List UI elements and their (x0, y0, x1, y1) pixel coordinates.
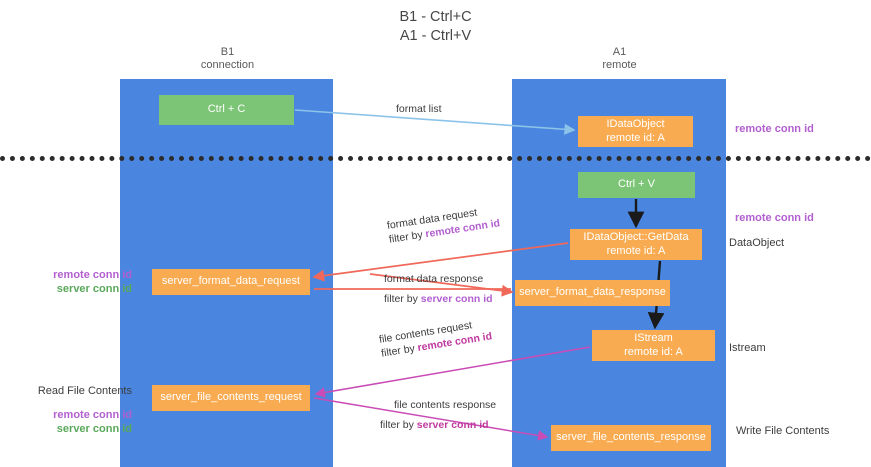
lane-header-a1: A1 remote (542, 46, 697, 72)
node-server-format-data-request-label: server_format_data_request (161, 275, 301, 288)
lane-header-a1-name: A1 (612, 46, 627, 58)
side-label-left-server-conn-id-2: server conn id (56, 423, 132, 435)
node-getdata-line-2: remote id: A (606, 244, 666, 257)
node-server-format-data-response[interactable]: server_format_data_response (515, 280, 670, 306)
node-ctrl-c-label: Ctrl + C (207, 103, 246, 116)
node-server-format-data-request[interactable]: server_format_data_request (152, 269, 310, 295)
arrow-format-data-response-head (369, 273, 514, 297)
filter-prefix: filter by (384, 293, 421, 305)
node-idataobject-line-2: remote id: A (606, 131, 665, 144)
edge-label-format-data-response: format data response filter by server co… (384, 272, 493, 306)
side-label-left-remote-conn-id-2: remote conn id (53, 409, 132, 421)
edge-label-file-contents-response-filter: filter by server conn id (380, 418, 496, 432)
side-label-left-server-conn-id-1: server conn id (56, 283, 132, 295)
node-idataobject[interactable]: IDataObject remote id: A (578, 116, 693, 147)
node-idataobject-line-1: IDataObject (606, 118, 665, 130)
edge-label-format-data-response-text: format data response (384, 273, 484, 285)
filter-key-server-conn-id: server conn id (416, 419, 489, 431)
edge-label-format-list-text: format list (396, 103, 442, 115)
node-server-file-contents-response-label: server_file_contents_response (556, 431, 706, 444)
node-idataobject-getdata[interactable]: IDataObject::GetData remote id: A (570, 229, 702, 260)
node-server-format-data-response-label: server_format_data_response (519, 286, 666, 299)
lane-header-b1-role: connection (200, 59, 255, 71)
node-istream[interactable]: IStream remote id: A (592, 330, 715, 361)
side-label-group-left-top: remote conn id server conn id (22, 268, 132, 296)
diagram-title: B1 - Ctrl+C A1 - Ctrl+V (0, 8, 871, 46)
edge-label-file-contents-response-text: file contents response (394, 399, 497, 411)
node-getdata-line-1: IDataObject::GetData (583, 231, 689, 243)
node-istream-line-2: remote id: A (624, 345, 683, 358)
edge-label-format-data-response-filter: filter by server conn id (384, 292, 493, 306)
side-label-left-remote-conn-id-1: remote conn id (53, 269, 132, 281)
side-label-istream: Istream (729, 342, 766, 354)
node-istream-line-1: IStream (634, 332, 673, 344)
side-label-read-file-contents: Read File Contents (37, 385, 132, 397)
node-server-file-contents-request[interactable]: server_file_contents_request (152, 385, 310, 411)
side-label-write-file-contents: Write File Contents (736, 425, 830, 437)
node-ctrl-v-label: Ctrl + V (618, 178, 655, 191)
lane-header-b1-name: B1 (220, 46, 235, 58)
side-label-group-left-bottom: Read File Contents remote conn id server… (22, 384, 132, 436)
side-label-remote-conn-id-top: remote conn id (735, 123, 814, 135)
lane-header-a1-role: remote (602, 59, 637, 71)
node-ctrl-v[interactable]: Ctrl + V (578, 172, 695, 198)
node-server-file-contents-response[interactable]: server_file_contents_response (551, 425, 711, 451)
arrow-file-contents-response (313, 397, 549, 441)
edge-label-file-contents-response: file contents response filter by server … (380, 398, 497, 432)
side-label-remote-conn-id-mid: remote conn id (735, 212, 814, 224)
arrow-file-contents-request (314, 346, 591, 398)
arrow-format-list (294, 109, 576, 135)
edge-label-format-list: format list (396, 102, 442, 116)
node-server-file-contents-request-label: server_file_contents_request (160, 391, 302, 404)
lane-header-b1: B1 connection (150, 46, 305, 72)
arrow-format-data-request (312, 242, 569, 282)
filter-prefix: filter by (380, 419, 417, 431)
title-line-2: A1 - Ctrl+V (399, 28, 472, 44)
node-ctrl-c[interactable]: Ctrl + C (159, 95, 294, 125)
side-label-data-object: DataObject (729, 237, 785, 249)
filter-key-server-conn-id: server conn id (420, 293, 493, 305)
section-divider (0, 156, 871, 161)
title-line-1: B1 - Ctrl+C (399, 9, 472, 25)
